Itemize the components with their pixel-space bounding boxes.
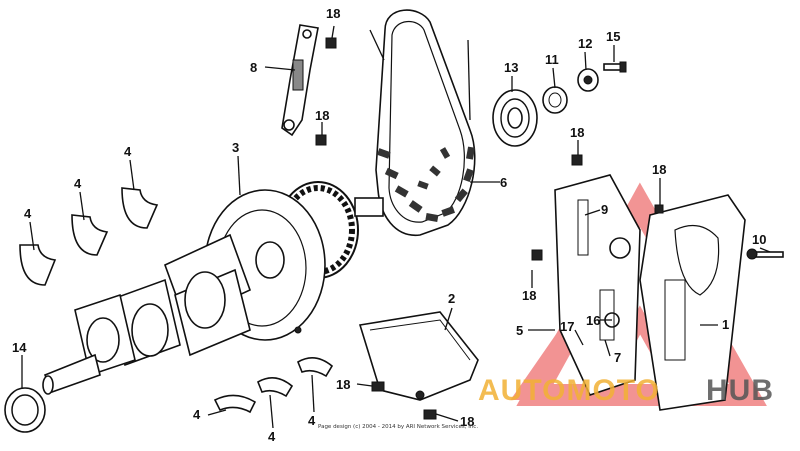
callout-label: 18 <box>460 414 474 429</box>
callout-label: 9 <box>601 202 608 217</box>
callout-label: 4 <box>74 176 82 191</box>
callout-labels: 18 8 18 3 4 4 4 4 14 13 11 12 15 6 18 18… <box>12 6 766 444</box>
callout-label: 2 <box>448 291 455 306</box>
washer-part <box>577 68 599 92</box>
tensioner-plate-part <box>554 174 641 396</box>
crankshaft-part <box>42 181 384 395</box>
bolt-10-part <box>746 248 784 260</box>
leader-lines <box>21 25 771 429</box>
callout-label: 12 <box>578 36 592 51</box>
callout-label: 3 <box>232 140 239 155</box>
callout-label: 4 <box>268 429 276 444</box>
callout-label: 4 <box>124 144 132 159</box>
callout-label: 15 <box>606 29 620 44</box>
copyright-text: Page design (c) 2004 - 2014 by ARI Netwo… <box>318 424 478 430</box>
callout-label: 18 <box>326 6 340 21</box>
oil-seal-part <box>4 387 46 433</box>
watermark-text: AUTOMOTO HUB <box>478 374 774 407</box>
callout-label: 10 <box>752 232 766 247</box>
callout-label: 14 <box>12 340 27 355</box>
bolt-15-part <box>603 61 627 73</box>
watermark-word-2: HUB <box>706 374 774 407</box>
cam-chain-part <box>369 9 476 236</box>
side-cover-part <box>639 194 746 411</box>
collar-part <box>542 86 568 114</box>
watermark-word-1: AUTOMOTO <box>478 374 660 407</box>
callout-label: 13 <box>504 60 518 75</box>
callout-label: 18 <box>522 288 536 303</box>
bearing-part <box>492 89 538 147</box>
callout-label: 18 <box>336 377 350 392</box>
callout-label: 4 <box>24 206 32 221</box>
bearing-shells <box>19 187 334 414</box>
callout-label: 6 <box>500 175 507 190</box>
callout-label: 11 <box>545 52 559 67</box>
callout-label: 4 <box>193 407 201 422</box>
callout-label: 7 <box>614 350 621 365</box>
callout-label: 8 <box>250 60 257 75</box>
chain-guide-part <box>281 24 319 137</box>
callout-label: 18 <box>652 162 666 177</box>
callout-label: 16 <box>586 313 600 328</box>
callout-label: 1 <box>722 317 729 332</box>
callout-label: 18 <box>570 125 584 140</box>
callout-label: 4 <box>308 413 316 428</box>
small-bolts <box>315 37 664 420</box>
callout-label: 18 <box>315 108 329 123</box>
callout-label: 17 <box>560 319 574 334</box>
callout-label: 5 <box>516 323 523 338</box>
